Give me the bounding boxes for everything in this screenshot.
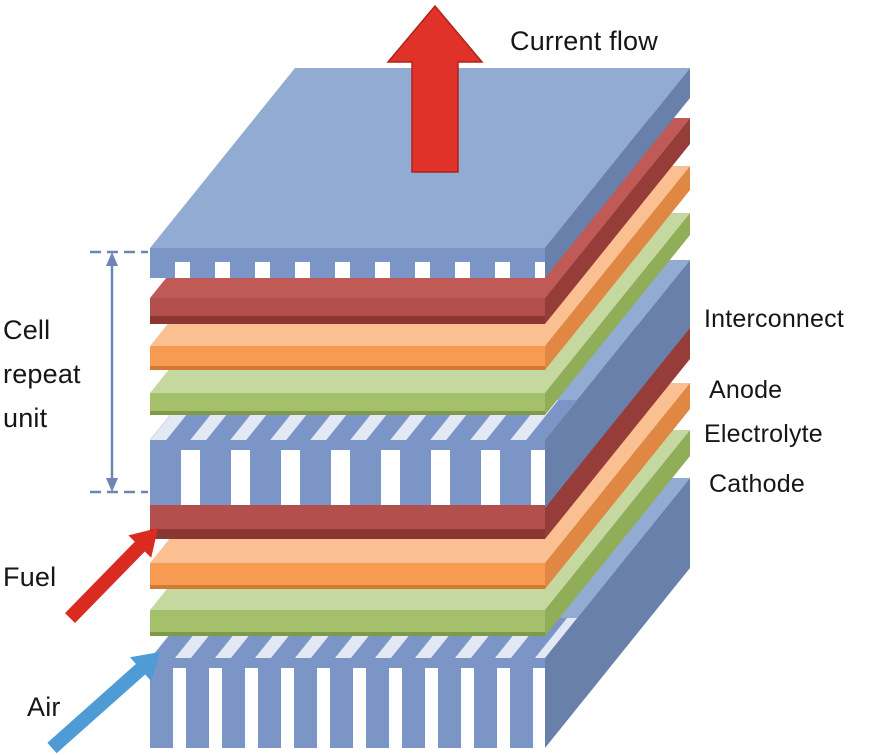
cell-repeat-line-1: Cell bbox=[3, 315, 51, 345]
current-flow-label: Current flow bbox=[510, 26, 658, 56]
electrolyte-label: Electrolyte bbox=[704, 420, 823, 448]
cell-repeat-line-2: repeat bbox=[3, 359, 81, 389]
fuel-arrow bbox=[65, 528, 158, 623]
top-interconnect-teeth bbox=[150, 262, 545, 278]
anode-label: Anode bbox=[709, 376, 783, 404]
measure-arrowhead-up bbox=[106, 252, 118, 266]
cell-repeat-measure bbox=[90, 250, 148, 494]
air-arrow bbox=[47, 652, 160, 754]
air-label: Air bbox=[27, 692, 61, 722]
fuel-label: Fuel bbox=[3, 562, 57, 592]
interconnect-label: Interconnect bbox=[704, 305, 844, 333]
middle-interconnect-ribs bbox=[150, 450, 545, 505]
bottom-interconnect-ribs bbox=[150, 668, 545, 748]
cathode-label: Cathode bbox=[709, 470, 805, 498]
cell-repeat-line-3: unit bbox=[3, 403, 48, 433]
measure-arrowhead-down bbox=[106, 478, 118, 492]
current-flow-arrow bbox=[386, 4, 484, 173]
